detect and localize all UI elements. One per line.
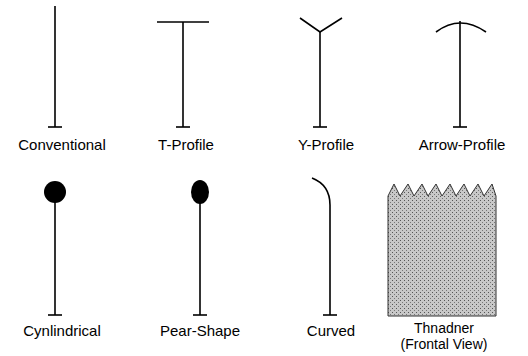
profile-label: Y-Profile <box>266 136 386 153</box>
profile-label: Conventional <box>2 136 122 153</box>
profile-label: Curved <box>281 322 381 339</box>
profile-label: Arrow-Profile <box>402 136 522 153</box>
profile-label: T-Profile <box>126 136 246 153</box>
profile-label: Cynlindrical <box>2 322 122 339</box>
profile-label: Thnadner (Frontal View) <box>388 320 500 352</box>
profile-label: Pear-Shape <box>140 322 260 339</box>
